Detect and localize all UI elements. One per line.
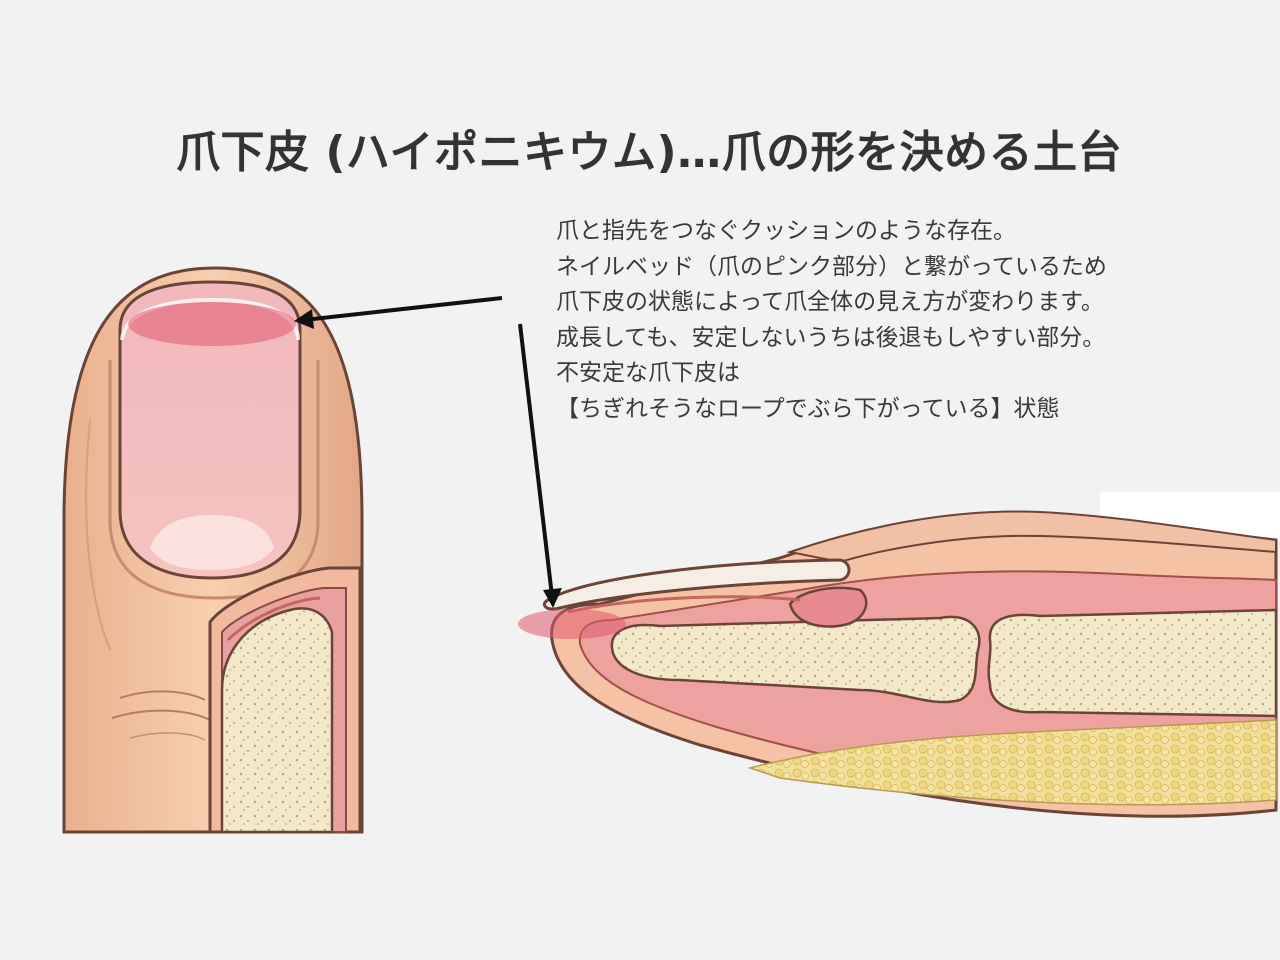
arrow-to-section-tip xyxy=(518,323,554,597)
description-line: 不安定な爪下皮は xyxy=(556,360,740,386)
finger-cross-section xyxy=(518,492,1280,818)
pointer-arrows xyxy=(294,296,562,608)
fat-layer xyxy=(747,719,1277,806)
bone-section xyxy=(220,607,334,834)
description-line: 爪と指先をつなぐクッションのような存在。 xyxy=(556,218,1016,244)
description-line: 成長しても、安定しないうちは後退もしやすい部分。 xyxy=(556,324,1106,351)
hyponychium-highlight-section xyxy=(518,609,626,639)
nail-plate-section xyxy=(543,558,851,611)
nail-matrix xyxy=(788,586,868,628)
nail-fold xyxy=(108,360,320,600)
description-line: ネイルベッド（爪のピンク部分）と繋がっているため xyxy=(556,253,1107,280)
finger-front-view xyxy=(62,266,364,834)
arrowhead-icon xyxy=(543,588,562,608)
nail-plate xyxy=(118,280,302,580)
arrow-to-nail-tip xyxy=(303,296,503,322)
description-block: 爪と指先をつなぐクッションのような存在。 ネイルベッド（爪のピンク部分）と繋がっ… xyxy=(556,214,1196,427)
hyponychium-highlight xyxy=(128,302,296,346)
lunula xyxy=(150,515,274,570)
distal-phalanx xyxy=(610,615,981,704)
page-title: 爪下皮 (ハイポニキウム)…爪の形を決める土台 xyxy=(176,127,1123,178)
middle-phalanx xyxy=(987,608,1278,718)
description-line: 爪下皮の状態によって爪全体の見え方が変わります。 xyxy=(556,289,1104,315)
finger-crease xyxy=(119,690,206,701)
arrowhead-icon xyxy=(294,309,314,329)
description-line: 【ちぎれそうなロープでぶら下がっている】状態 xyxy=(556,395,1060,422)
